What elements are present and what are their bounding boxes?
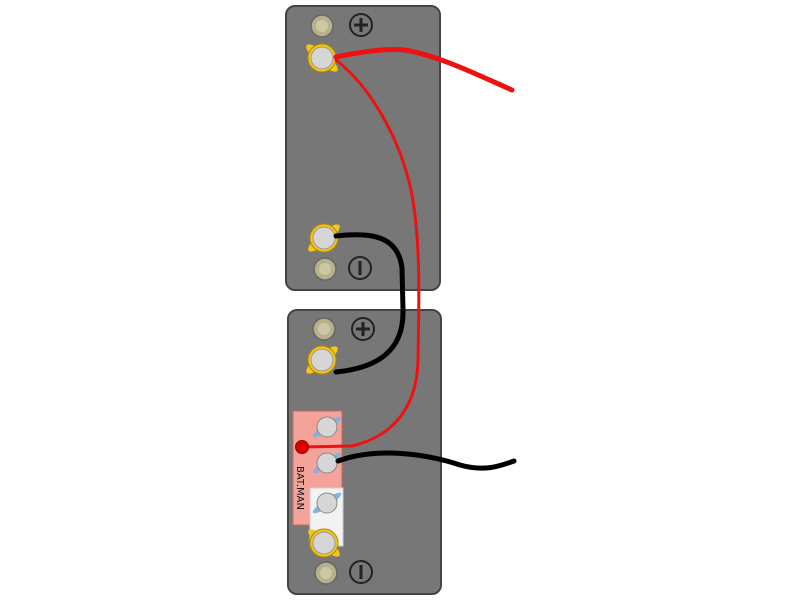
battery-top-positive-post-idle-cap (316, 20, 328, 32)
battery-monitor-screw-3[interactable] (311, 490, 343, 516)
battery-top-case (285, 5, 441, 291)
negative-output-wire[interactable] (335, 450, 517, 471)
battery-bottom-positive-terminal[interactable] (303, 343, 341, 378)
battery-bottom-positive-post-idle-cap (318, 323, 330, 335)
monitor-sense-connector[interactable] (295, 440, 309, 454)
battery-top-positive-terminal[interactable] (303, 41, 341, 76)
positive-terminal-icon: ⊕ (351, 317, 375, 341)
positive-terminal-icon: ⊕ (349, 13, 373, 37)
negative-terminal-icon: ⊖ (348, 256, 372, 280)
battery-monitor-label: BAT.MAN (294, 466, 305, 510)
battery-top-negative-terminal[interactable] (305, 221, 343, 256)
negative-terminal-icon: ⊖ (349, 560, 373, 584)
battery-monitor-screw-1[interactable] (311, 414, 343, 440)
battery-top-negative-post-idle-cap (319, 263, 331, 275)
positive-output-wire[interactable] (333, 47, 515, 93)
battery-bottom-negative-post-idle-cap (320, 567, 332, 579)
monitor-sense-wire[interactable] (302, 58, 421, 449)
jumper-wire-negative-to-positive[interactable] (333, 232, 406, 375)
battery-top: ⊕ ⊖ (285, 5, 441, 291)
battery-bottom-negative-terminal[interactable] (305, 526, 343, 561)
